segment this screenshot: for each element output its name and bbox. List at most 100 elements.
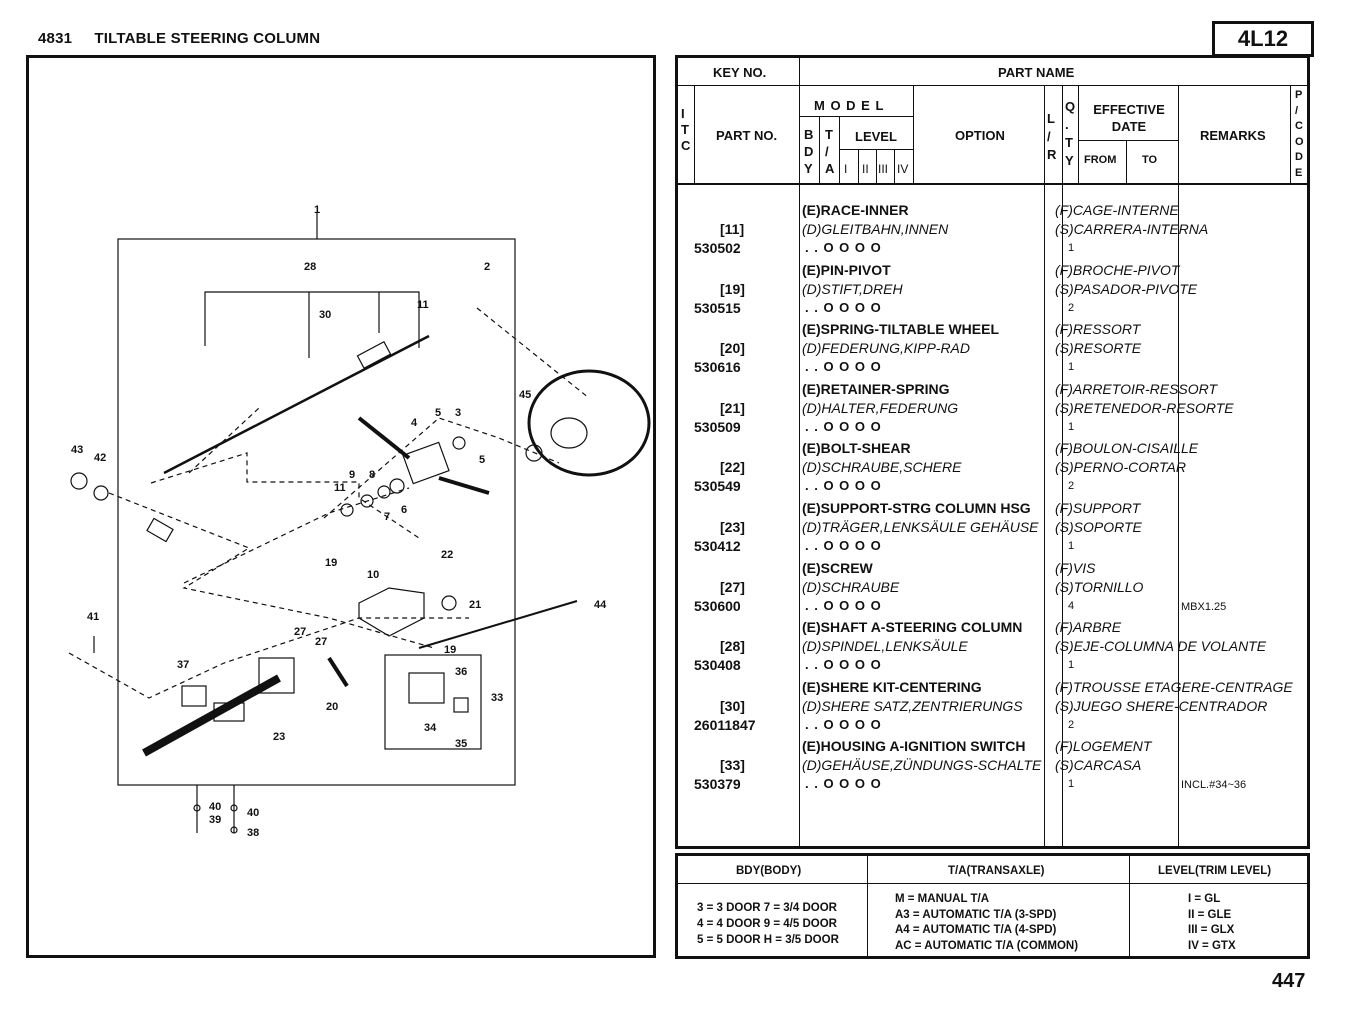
part-name-english: (E)SPRING-TILTABLE WHEEL xyxy=(802,321,1000,338)
part-key: [20] xyxy=(720,340,745,357)
col-remarks: REMARKS xyxy=(1200,128,1266,143)
callout-2: 2 xyxy=(484,261,490,273)
callout-11: 11 xyxy=(417,299,429,311)
callout-22: 22 xyxy=(441,549,453,561)
part-number: 530408 xyxy=(694,657,741,674)
part-model-marks: . . O O O O xyxy=(805,716,882,732)
part-name-spanish: (S)TORNILLO xyxy=(1055,578,1144,595)
part-name-spanish: (S)RETENEDOR-RESORTE xyxy=(1055,399,1234,416)
part-name-german: (D)GLEITBAHN,INNEN xyxy=(802,221,949,237)
callout-43: 43 xyxy=(71,444,83,456)
part-name-french: (F)BOULON-CISAILLE xyxy=(1055,440,1199,457)
part-name-german: (D)STIFT,DREH xyxy=(802,280,903,297)
part-name-english: (E)SUPPORT-STRG COLUMN HSG xyxy=(802,500,1031,516)
part-remarks: INCL.#34~36 xyxy=(1181,779,1247,792)
part-key: [21] xyxy=(720,399,745,416)
callout-7: 7 xyxy=(384,511,390,523)
part-name-german: (D)SCHRAUBE,SCHERE xyxy=(802,459,962,476)
callout-11b: 11 xyxy=(334,482,346,494)
callout-33: 33 xyxy=(491,692,503,704)
col-part-no: PART NO. xyxy=(716,128,778,143)
callout-5: 5 xyxy=(435,407,441,419)
diagram-drawing: 1 2 28 30 11 45 4 5 3 43 42 9 8 11 7 6 5… xyxy=(68,204,651,839)
callout-40b: 40 xyxy=(247,807,259,819)
callout-8: 8 xyxy=(369,469,375,481)
level-i: I xyxy=(844,162,848,176)
callout-9: 9 xyxy=(349,469,355,481)
part-name-german: (D)GEHÄUSE,ZÜNDUNGS-SCHALTE xyxy=(802,757,1042,774)
callout-28: 28 xyxy=(304,261,316,273)
callout-27a: 27 xyxy=(294,626,306,638)
part-qty: 4 xyxy=(1068,599,1075,612)
part-number: 26011847 xyxy=(694,716,756,733)
col-from: FROM xyxy=(1084,154,1117,166)
part-name-french: (F)BROCHE-PIVOT xyxy=(1055,261,1180,278)
part-name-spanish: (S)PERNO-CORTAR xyxy=(1055,459,1186,476)
callout-42: 42 xyxy=(94,452,106,464)
part-qty: 2 xyxy=(1068,480,1075,493)
part-name-french: (F)RESSORT xyxy=(1055,321,1141,338)
part-key: [27] xyxy=(720,578,745,595)
callout-21: 21 xyxy=(469,599,481,611)
part-name-french: (F)VIS xyxy=(1055,559,1096,576)
level-iv: IV xyxy=(897,162,909,176)
level-iii: III xyxy=(878,162,889,176)
part-model-marks: . . O O O O xyxy=(805,240,882,255)
part-name-german: (D)HALTER,FEDERUNG xyxy=(802,399,959,416)
callout-1: 1 xyxy=(314,204,320,216)
part-name-english: (E)SCREW xyxy=(802,559,873,576)
callout-3: 3 xyxy=(455,407,461,419)
part-number: 530509 xyxy=(694,418,741,435)
part-model-marks: . . O O O O xyxy=(805,299,882,315)
part-qty: 1 xyxy=(1068,659,1075,672)
part-key: [30] xyxy=(720,697,745,714)
col-to: TO xyxy=(1142,154,1158,166)
callout-45: 45 xyxy=(519,389,531,401)
callout-35: 35 xyxy=(455,738,467,750)
callout-6: 6 xyxy=(401,504,407,516)
part-key: [19] xyxy=(720,280,745,297)
callout-44: 44 xyxy=(594,599,607,611)
part-remarks: MBX1.25 xyxy=(1181,600,1227,613)
callout-40a: 40 xyxy=(209,801,221,813)
col-effective-date: EFFECTIVE DATE xyxy=(1093,102,1165,134)
part-number: 530502 xyxy=(694,240,741,256)
part-name-english: (E)RETAINER-SPRING xyxy=(802,380,950,397)
legend-level-title: LEVEL(TRIM LEVEL) xyxy=(1158,865,1272,877)
part-qty: 1 xyxy=(1068,361,1075,374)
part-name-french: (F)ARRETOIR-RESSORT xyxy=(1055,380,1218,397)
legend-bdy-title: BDY(BODY) xyxy=(736,865,802,877)
callout-27b: 27 xyxy=(315,636,327,648)
callout-5b: 5 xyxy=(479,454,485,466)
col-model: M O D E L xyxy=(814,98,885,113)
part-number: 530515 xyxy=(694,299,741,316)
callout-10: 10 xyxy=(367,569,379,581)
callout-19b: 19 xyxy=(444,644,456,656)
part-name-english: (E)HOUSING A-IGNITION SWITCH xyxy=(802,738,1026,755)
part-name-german: (D)SCHRAUBE xyxy=(802,578,900,595)
part-model-marks: . . O O O O xyxy=(805,597,882,613)
part-name-english: (E)RACE-INNER xyxy=(802,202,909,218)
part-name-english: (E)BOLT-SHEAR xyxy=(802,440,911,457)
part-key: [11] xyxy=(720,221,745,237)
part-name-spanish: (S)EJE-COLUMNA DE VOLANTE xyxy=(1055,638,1267,655)
part-model-marks: . . O O O O xyxy=(805,359,882,375)
section-title: TILTABLE STEERING COLUMN xyxy=(94,30,321,47)
col-part-name: PART NAME xyxy=(998,65,1075,80)
part-name-english: (E)PIN-PIVOT xyxy=(802,261,891,278)
part-key: [23] xyxy=(720,519,745,535)
callout-38: 38 xyxy=(247,827,259,839)
section-header: 4831 TILTABLE STEERING COLUMN xyxy=(38,30,320,47)
exploded-diagram: 1 2 28 30 11 45 4 5 3 43 42 9 8 11 7 6 5… xyxy=(26,55,656,958)
callout-34: 34 xyxy=(424,722,437,734)
part-qty: 1 xyxy=(1068,420,1075,433)
legend-ta-title: T/A(TRANSAXLE) xyxy=(948,865,1045,877)
part-number: 530412 xyxy=(694,538,741,554)
